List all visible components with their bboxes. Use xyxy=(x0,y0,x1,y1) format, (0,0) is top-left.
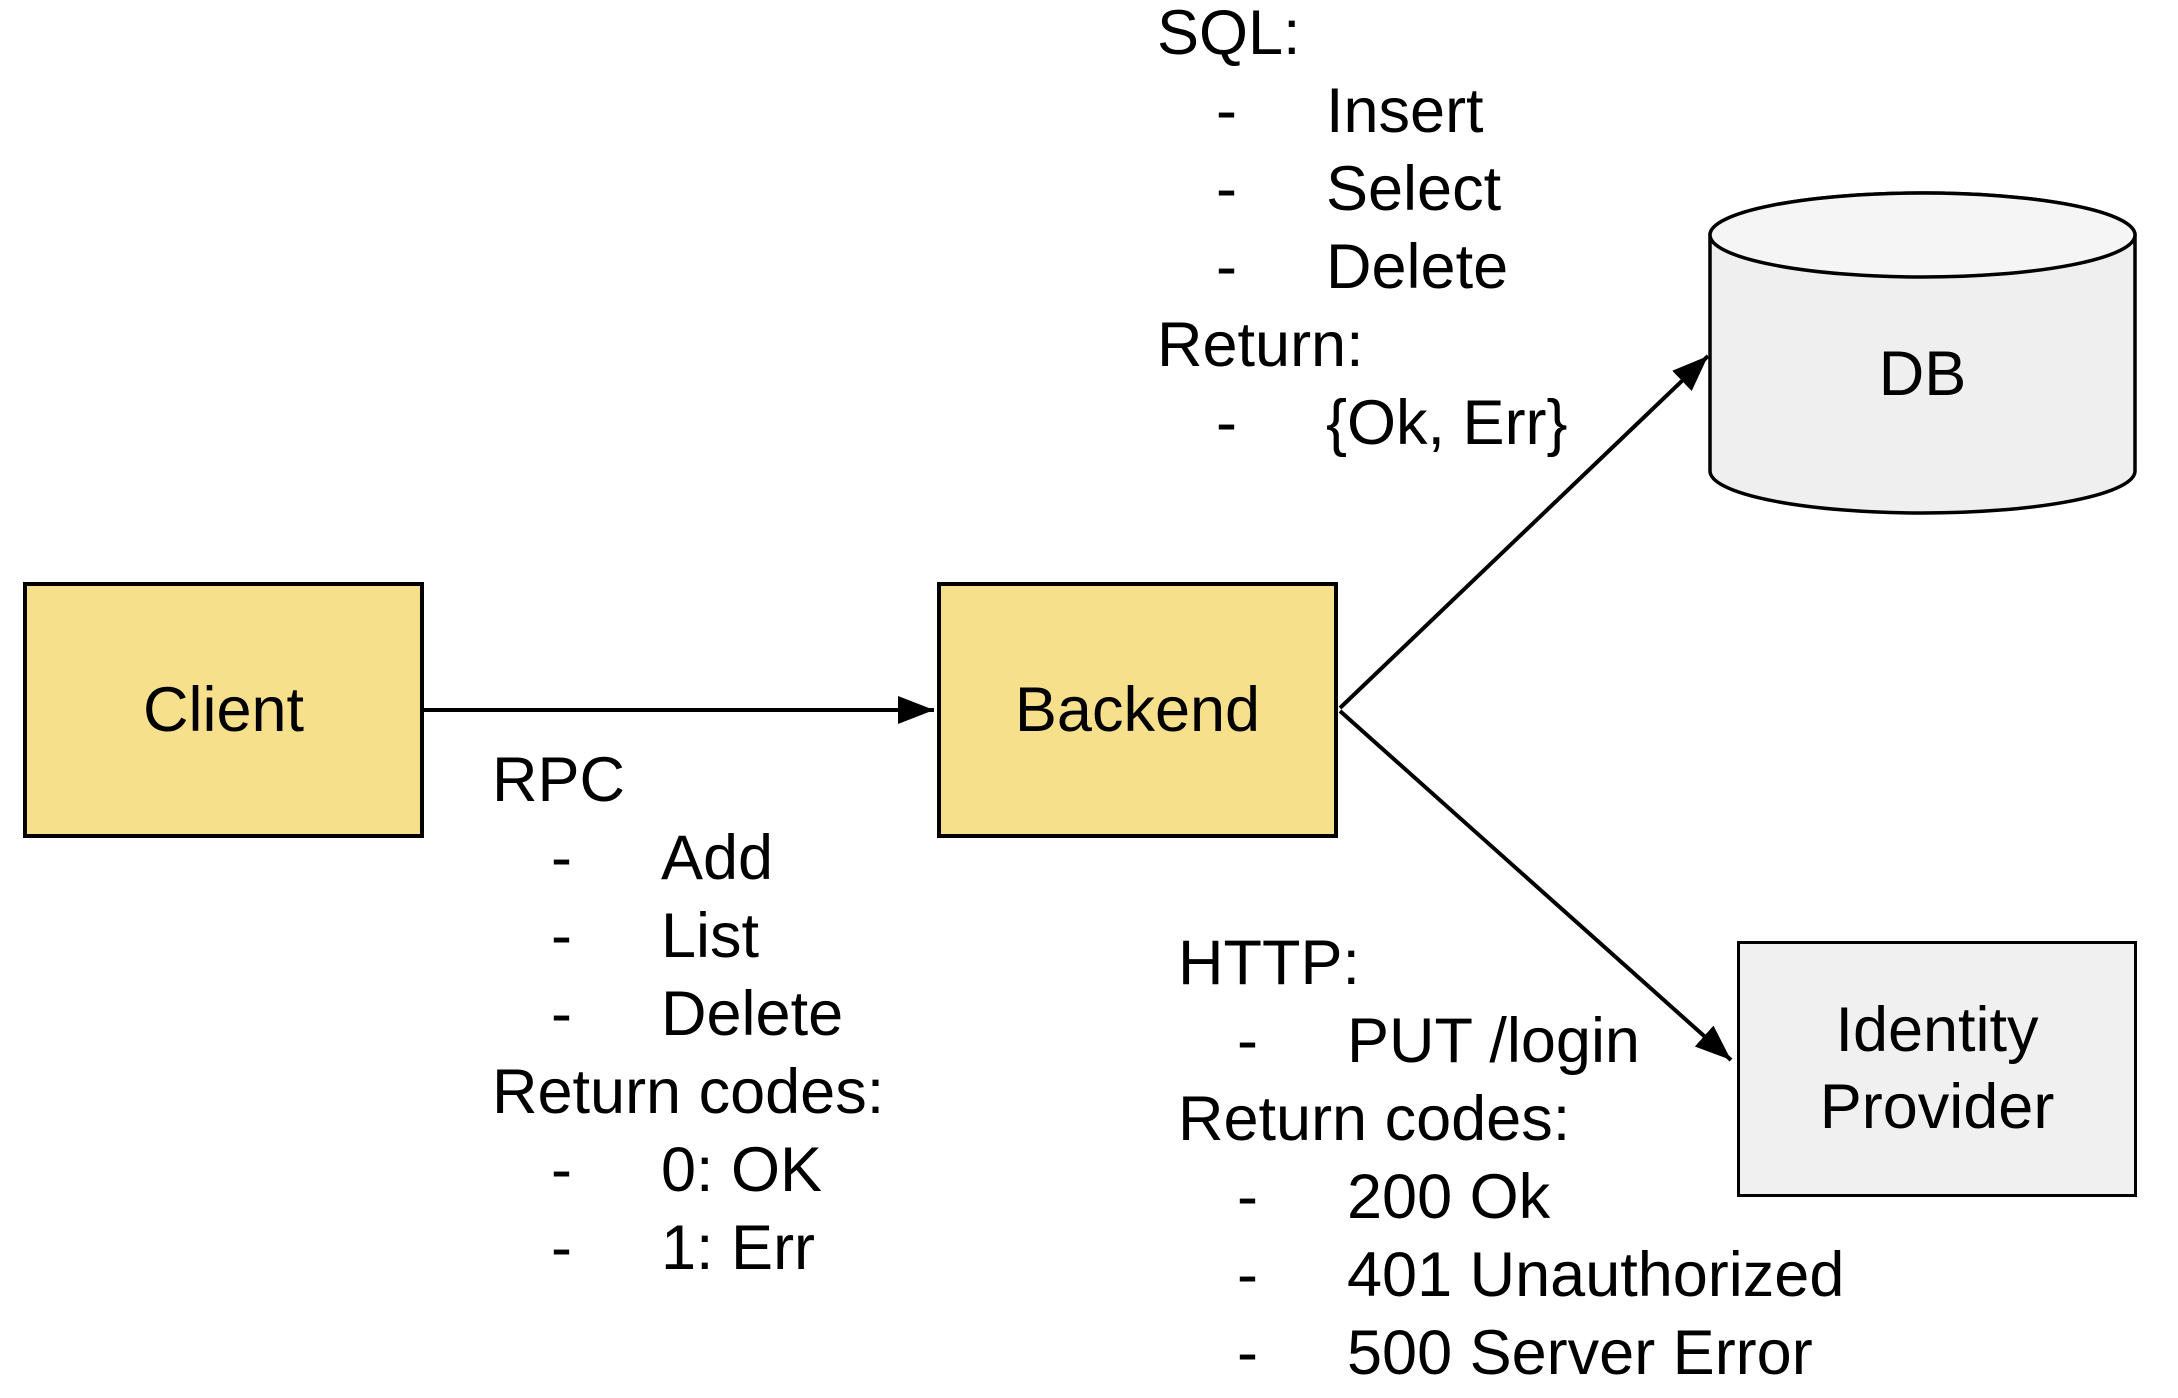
annotation-text: 0: OK xyxy=(661,1135,823,1205)
bullet-dash: - xyxy=(1216,76,1237,146)
annotation-line: RPC xyxy=(492,741,884,819)
annotation-text: 401 Unauthorized xyxy=(1347,1240,1845,1310)
annotation-text: 1: Err xyxy=(661,1213,816,1283)
annotation-text: 200 Ok xyxy=(1347,1162,1551,1232)
annotation-text: Insert xyxy=(1326,76,1484,146)
annotation-line: - Delete xyxy=(492,975,884,1053)
bullet-dash: - xyxy=(1237,1318,1258,1388)
db-node-label: DB xyxy=(1878,339,1967,409)
annotation-text: 500 Server Error xyxy=(1347,1318,1813,1388)
client-node-label: Client xyxy=(142,674,305,745)
annotation-line: - Insert xyxy=(1157,72,1568,150)
annotation-text: {Ok, Err} xyxy=(1326,388,1568,458)
annotation-line: - 1: Err xyxy=(492,1209,884,1287)
db-cylinder xyxy=(1708,191,2137,515)
db-cylinder-top xyxy=(1708,191,2137,279)
annotation-line: SQL: xyxy=(1157,0,1568,72)
bullet-dash: - xyxy=(1237,1240,1258,1310)
http-annotation: HTTP: - PUT /login Return codes: - 200 O… xyxy=(1178,924,1844,1392)
bullet-dash: - xyxy=(551,1213,572,1283)
annotation-text: PUT /login xyxy=(1347,1006,1640,1076)
annotation-line: - 200 Ok xyxy=(1178,1158,1844,1236)
annotation-line: HTTP: xyxy=(1178,924,1844,1002)
annotation-line: - {Ok, Err} xyxy=(1157,384,1568,462)
db-node-label-wrap: DB xyxy=(1710,235,2135,513)
backend-node-label: Backend xyxy=(1014,674,1261,745)
bullet-dash: - xyxy=(1216,388,1237,458)
annotation-text: List xyxy=(661,901,760,971)
annotation-line: Return: xyxy=(1157,306,1568,384)
annotation-line: - Add xyxy=(492,819,884,897)
bullet-dash: - xyxy=(551,901,572,971)
bullet-dash: - xyxy=(551,979,572,1049)
annotation-text: RPC xyxy=(492,745,626,815)
annotation-text: SQL: xyxy=(1157,0,1301,68)
identity-provider-node-label: Identity Provider xyxy=(1819,995,2055,1142)
annotation-line: - 500 Server Error xyxy=(1178,1314,1844,1392)
annotation-line: - List xyxy=(492,897,884,975)
annotation-line: - PUT /login xyxy=(1178,1002,1844,1080)
annotation-text: HTTP: xyxy=(1178,928,1360,998)
bullet-dash: - xyxy=(551,1135,572,1205)
annotation-text: Return: xyxy=(1157,310,1364,380)
annotation-line: - Select xyxy=(1157,150,1568,228)
annotation-text: Select xyxy=(1326,154,1502,224)
bullet-dash: - xyxy=(1237,1006,1258,1076)
annotation-text: Delete xyxy=(1326,232,1509,302)
annotation-line: - Delete xyxy=(1157,228,1568,306)
annotation-text: Delete xyxy=(661,979,844,1049)
backend-node: Backend xyxy=(937,582,1338,838)
annotation-line: - 0: OK xyxy=(492,1131,884,1209)
bullet-dash: - xyxy=(1216,154,1237,224)
identity-provider-node: Identity Provider xyxy=(1737,941,2137,1197)
bullet-dash: - xyxy=(1216,232,1237,302)
bullet-dash: - xyxy=(1237,1162,1258,1232)
annotation-text: Return codes: xyxy=(492,1057,885,1127)
backend-idp-arrow xyxy=(1338,709,1733,1062)
annotation-line: Return codes: xyxy=(1178,1080,1844,1158)
backend-db-arrow xyxy=(1338,354,1710,710)
annotation-text: Add xyxy=(661,823,774,893)
sql-annotation: SQL: - Insert - Select - Delete Return: … xyxy=(1157,0,1568,462)
client-node: Client xyxy=(23,582,424,838)
annotation-line: Return codes: xyxy=(492,1053,884,1131)
annotation-line: - 401 Unauthorized xyxy=(1178,1236,1844,1314)
annotation-text: Return codes: xyxy=(1178,1084,1571,1154)
bullet-dash: - xyxy=(551,823,572,893)
rpc-annotation: RPC - Add - List - Delete Return codes: … xyxy=(492,741,884,1287)
